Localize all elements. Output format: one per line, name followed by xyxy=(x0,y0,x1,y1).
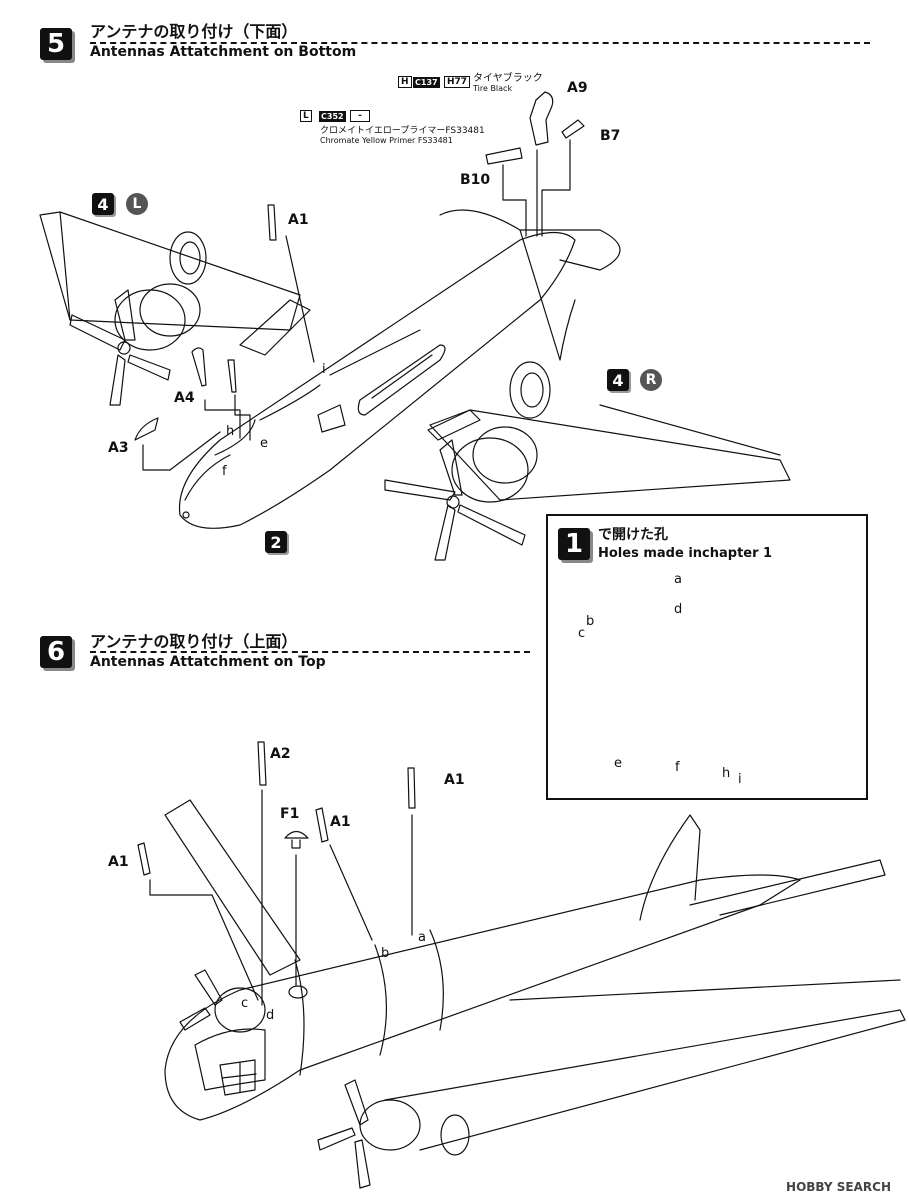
part-a2-label: A2 xyxy=(270,746,291,762)
part-b7-label: B7 xyxy=(600,128,621,144)
part-a1-label-top-right: A1 xyxy=(444,772,465,788)
inset-label-h: h xyxy=(722,766,731,781)
paint-tire-name-jp: タイヤブラック xyxy=(473,73,543,84)
paint-primer-code2: - xyxy=(350,110,370,122)
step6-number: 6 xyxy=(40,636,72,668)
inset-label-e: e xyxy=(614,756,622,771)
part-a9-label: A9 xyxy=(567,80,588,96)
paint-tire-code1: C137 xyxy=(413,77,440,88)
hole-d-step6: d xyxy=(266,1008,275,1023)
hole-h-step5: h xyxy=(226,424,235,439)
ref-step4-right-number: 4 xyxy=(607,369,629,391)
paint-tire-code2: H77 xyxy=(444,76,471,88)
hole-a-step6: a xyxy=(418,930,426,945)
part-a1-label-left: A1 xyxy=(108,854,129,870)
hole-e-step5: e xyxy=(260,436,268,451)
paint-primer-name-en: Chromate Yellow Primer FS33481 xyxy=(320,136,453,145)
inset-label-c: c xyxy=(578,626,586,641)
inset-title-en: Holes made inchapter 1 xyxy=(598,546,773,561)
step6-divider xyxy=(90,651,530,653)
step5-title-jp: アンテナの取り付け（下面） xyxy=(90,22,298,41)
part-a1-label-center: A1 xyxy=(330,814,351,830)
part-a4-label: A4 xyxy=(174,390,195,406)
step5-divider xyxy=(90,42,870,44)
part-f1-label: F1 xyxy=(280,806,300,822)
hole-f-step5: f xyxy=(222,464,227,479)
hole-i-step5: i xyxy=(322,362,326,377)
inset-label-i: i xyxy=(738,772,742,787)
step6-title-en: Antennas Attatchment on Top xyxy=(90,654,326,670)
ref-step4-left-number: 4 xyxy=(92,193,114,215)
inset-label-f: f xyxy=(675,760,680,775)
paint-primer-letter: L xyxy=(300,110,312,122)
step5-title-en: Antennas Attatchment on Bottom xyxy=(90,44,357,60)
inset-step-number: 1 xyxy=(558,528,590,560)
inset-label-b: b xyxy=(586,614,595,629)
step6-title-jp: アンテナの取り付け（上面） xyxy=(90,632,298,651)
ref-right-side-badge: R xyxy=(640,369,662,391)
ref-step2-fuselage: 2 xyxy=(265,531,287,553)
paint-primer-name-jp: クロメイトイエロープライマーFS33481 xyxy=(320,126,485,136)
paint-tire-name-en: Tire Black xyxy=(473,84,513,93)
paint-tire-letter: H xyxy=(398,76,412,88)
ref-left-side-badge: L xyxy=(126,193,148,215)
inset-label-a: a xyxy=(674,572,682,587)
holes-inset-panel: 1 で開けた孔 Holes made inchapter 1 xyxy=(546,514,868,800)
part-a3-label: A3 xyxy=(108,440,129,456)
part-a1-label-step5: A1 xyxy=(288,212,309,228)
part-b10-label: B10 xyxy=(460,172,491,188)
step5-number: 5 xyxy=(40,28,72,60)
inset-title-jp: で開けた孔 xyxy=(598,527,668,543)
inset-label-d: d xyxy=(674,602,683,617)
paint-primer-code1: C352 xyxy=(319,111,346,122)
hobby-search-watermark: HOBBY SEARCH xyxy=(786,1180,891,1194)
hole-c-step6: c xyxy=(241,996,249,1011)
hole-b-step6: b xyxy=(381,946,390,961)
